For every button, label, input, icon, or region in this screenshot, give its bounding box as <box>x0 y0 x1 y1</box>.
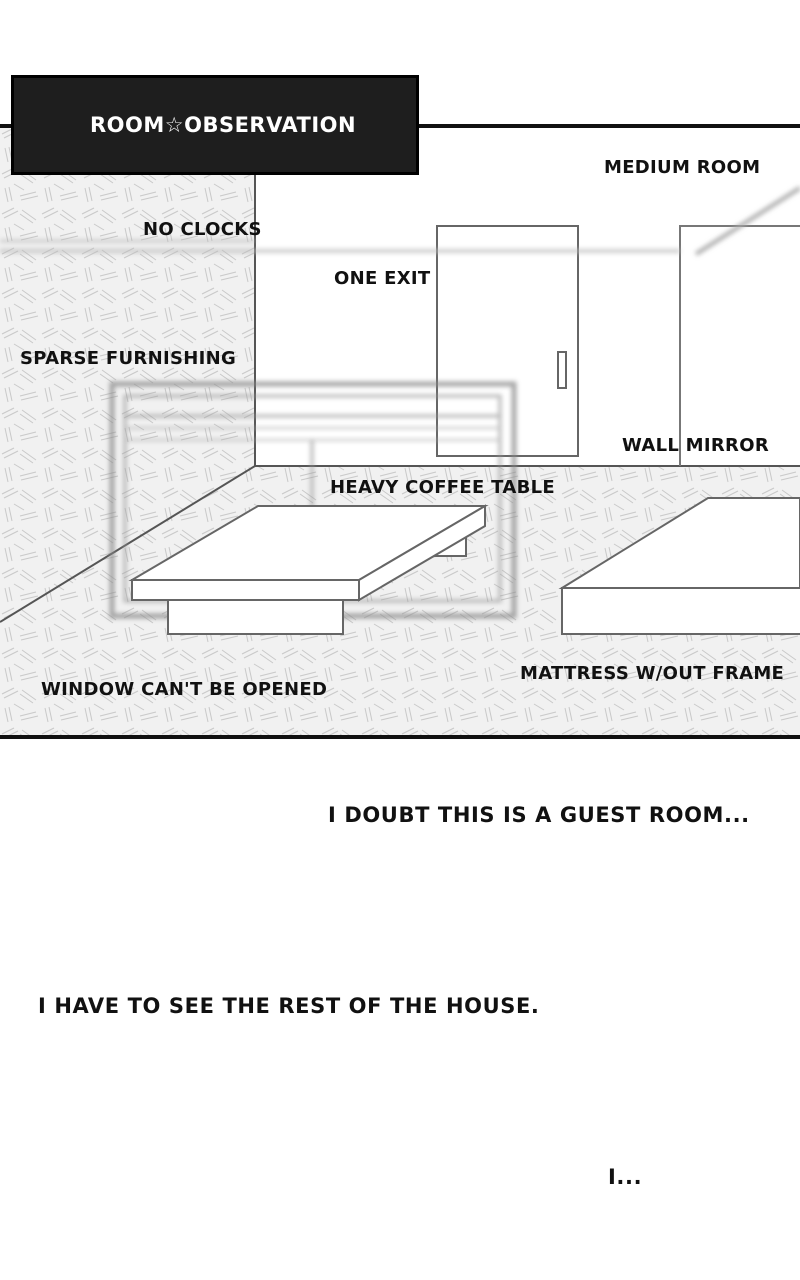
mattress <box>558 497 800 635</box>
narration-line: I HAVE TO SEE THE REST OF THE HOUSE. <box>38 994 540 1018</box>
door-handle <box>557 351 567 389</box>
label-window: WINDOW CAN'T BE OPENED <box>41 679 328 700</box>
title-caption-box <box>11 75 419 175</box>
window <box>0 239 680 619</box>
door <box>436 225 579 457</box>
label-sparse-furnishing: SPARSE FURNISHING <box>20 348 237 369</box>
narration-line: I DOUBT THIS IS A GUEST ROOM... <box>328 803 750 827</box>
wall-mirror <box>679 186 800 738</box>
comic-panel <box>0 126 800 738</box>
panel-border <box>0 735 800 739</box>
coffee-table <box>128 504 489 635</box>
room-illustration <box>0 126 800 738</box>
label-wall-mirror: WALL MIRROR <box>622 435 769 456</box>
narration-line: I... <box>608 1165 643 1189</box>
label-no-clocks: NO CLOCKS <box>143 219 262 240</box>
label-one-exit: ONE EXIT <box>334 268 431 289</box>
label-heavy-coffee-table: HEAVY COFFEE TABLE <box>330 477 555 498</box>
label-medium-room: MEDIUM ROOM <box>604 157 761 178</box>
panel-title: ROOM☆OBSERVATION <box>90 113 357 137</box>
label-mattress: MATTRESS W/OUT FRAME <box>520 663 785 684</box>
